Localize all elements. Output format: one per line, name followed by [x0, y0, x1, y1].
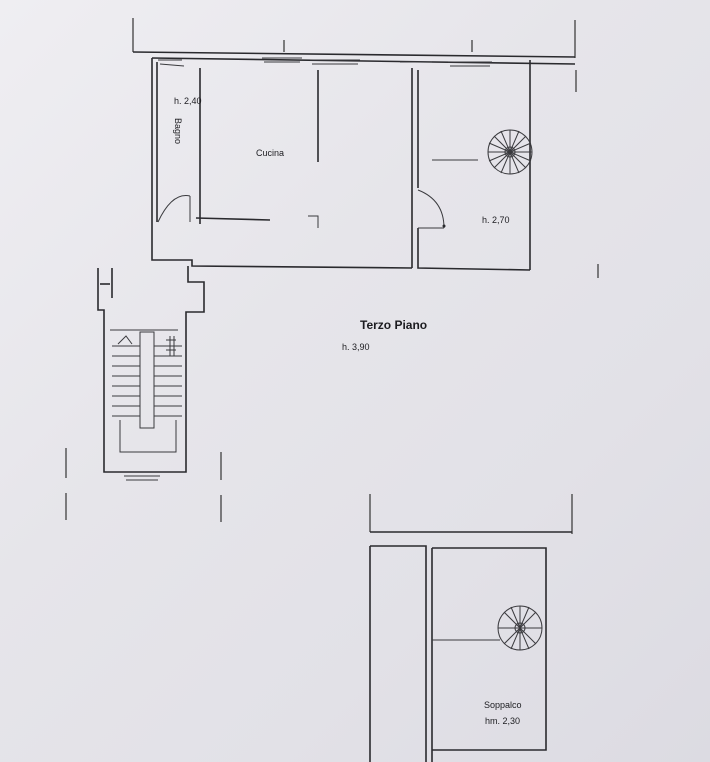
cucina-label: Cucina: [256, 148, 285, 158]
floor-title: Terzo Piano: [360, 318, 428, 332]
soppalco-height-label: hm. 2,30: [485, 716, 521, 726]
bagno-height-label: h. 2,40: [174, 96, 202, 106]
dimension-ticks: [65, 18, 599, 534]
room-height-label: h. 2,70: [482, 215, 510, 225]
bagno-label: Bagno: [173, 118, 183, 145]
floor-height-label: h. 3,90: [342, 342, 370, 352]
apartment-walls: [132, 51, 576, 271]
spiral-stair-upper: [487, 129, 533, 175]
soppalco-label: Soppalco: [484, 700, 522, 710]
soppalco-walls: [369, 531, 572, 762]
staircase: [97, 266, 205, 481]
doors: [157, 189, 446, 229]
spiral-stair-lower: [497, 605, 543, 651]
